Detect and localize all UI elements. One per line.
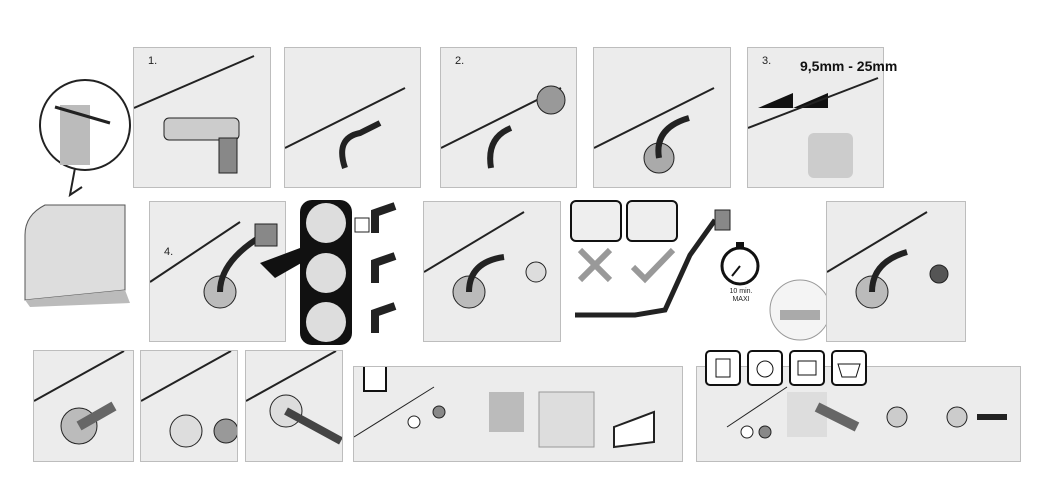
shower-installation-panel xyxy=(353,366,683,462)
step-4-elbow-panel: 4. xyxy=(149,201,286,342)
step-number: 3. xyxy=(762,55,772,67)
step-number: 2. xyxy=(455,55,465,67)
wall-corner-illustration xyxy=(24,79,131,307)
wall-thickness-label: 9,5mm - 25mm xyxy=(800,58,898,74)
step-2b-rosette-mounted-panel xyxy=(593,47,731,188)
stopwatch-icon xyxy=(720,242,760,286)
step-3-wall-thickness-panel: 3. xyxy=(747,47,884,188)
remove-elbow-panel xyxy=(33,350,134,462)
fixture-icons xyxy=(705,350,867,386)
step-4b-cap-panel xyxy=(423,201,561,342)
flush-illustration xyxy=(570,200,731,318)
flush-time-minutes: 10 min. xyxy=(729,288,753,295)
step-1b-pipe-panel xyxy=(284,47,421,188)
step-number: 1. xyxy=(148,55,158,67)
tool-options-column xyxy=(260,200,397,345)
step-2-rosette-panel: 2. xyxy=(440,47,577,188)
install-nut-panel xyxy=(140,350,238,462)
valve-magnifier xyxy=(769,279,830,341)
flush-time-label: 10 min.MAXI xyxy=(724,288,758,304)
step-4c-closed-panel xyxy=(826,201,966,342)
step-1-drill-panel: 1. xyxy=(133,47,271,188)
tighten-wrench-panel xyxy=(245,350,343,462)
flush-time-max: MAXI xyxy=(732,296,750,303)
step-number: 4. xyxy=(164,246,174,258)
